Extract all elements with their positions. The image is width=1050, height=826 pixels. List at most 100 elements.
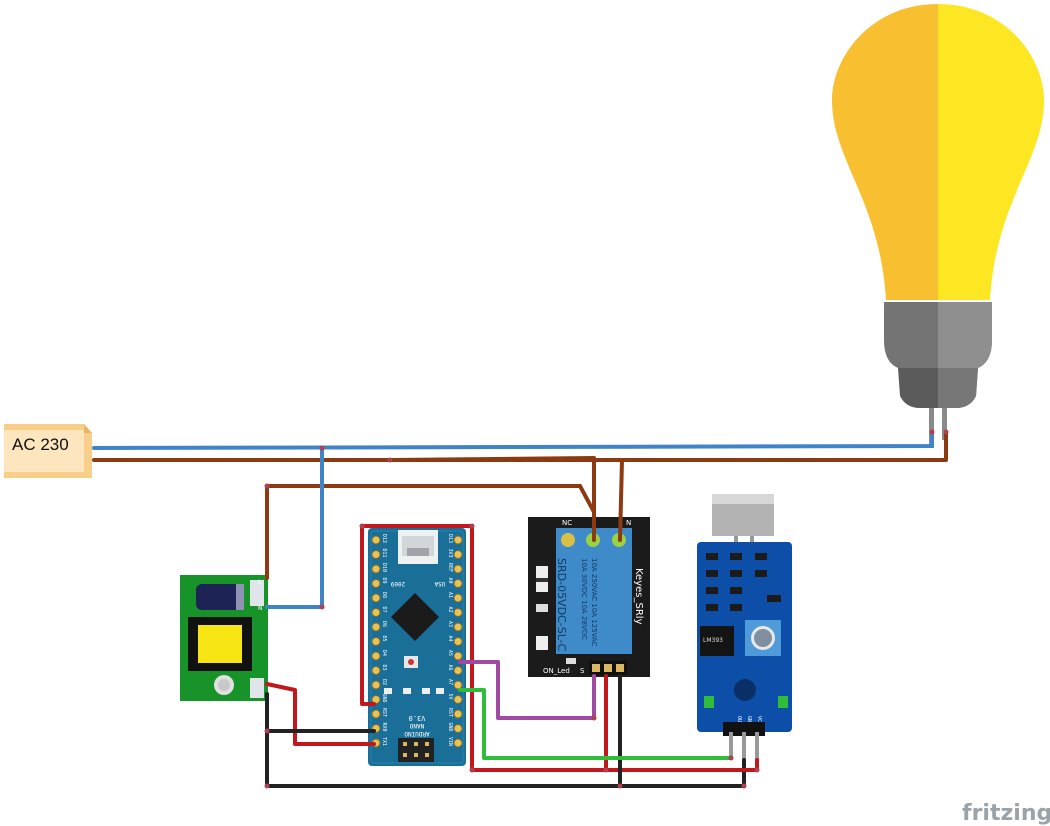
arduino-pin-left bbox=[371, 709, 381, 719]
relay-rating-2: 10A 30VDC 10A 28VDC bbox=[580, 558, 588, 640]
power-capacitor bbox=[196, 584, 244, 610]
arduino-pin-label: A1 bbox=[447, 592, 453, 598]
arduino-pin-right bbox=[453, 724, 463, 733]
sound-sensor-chip bbox=[700, 626, 734, 656]
arduino-pin-label: D3 bbox=[381, 665, 387, 671]
sound-sensor-module: LM393 OUT GND VCC bbox=[697, 494, 792, 760]
arduino-pin-left bbox=[371, 637, 381, 646]
wire-neutral-power-n bbox=[265, 446, 324, 609]
arduino-pin-right bbox=[453, 550, 463, 559]
arduino-pin-right bbox=[453, 564, 463, 574]
arduino-pin-label: RST bbox=[447, 708, 453, 717]
arduino-pin-left bbox=[371, 608, 381, 617]
light-bulb bbox=[832, 4, 1044, 448]
sound-sensor-mount-hole bbox=[734, 679, 756, 701]
arduino-pin-right bbox=[453, 651, 463, 661]
arduino-pin-label: RST bbox=[381, 708, 387, 717]
arduino-pin-label: RX0 bbox=[381, 723, 387, 732]
arduino-icsp-header bbox=[398, 738, 434, 762]
bulb-lead-right bbox=[942, 408, 947, 440]
bulb-glass-right bbox=[938, 4, 1044, 300]
arduino-pin-left bbox=[371, 550, 381, 559]
bulb-lead-left bbox=[929, 408, 934, 448]
arduino-pin-right bbox=[453, 593, 463, 603]
arduino-pin-label: D5 bbox=[381, 636, 387, 642]
relay-coil-body bbox=[556, 552, 632, 654]
arduino-pin-label: VIN bbox=[447, 737, 453, 746]
ac-source-label: AC 230 bbox=[12, 435, 69, 454]
arduino-pin-right bbox=[453, 637, 463, 646]
sound-sensor-chip-label: LM393 bbox=[703, 637, 723, 644]
bulb-glass-left bbox=[832, 4, 938, 300]
wires bbox=[92, 430, 948, 788]
relay-terminal-nc bbox=[561, 533, 575, 547]
arduino-pin-left bbox=[371, 564, 381, 574]
arduino-pin-left bbox=[371, 680, 381, 690]
relay-label-no: N bbox=[626, 519, 631, 527]
relay-led-label: ON_Led bbox=[543, 667, 570, 675]
arduino-pin-left bbox=[371, 651, 381, 661]
arduino-mcu-chip bbox=[390, 592, 440, 642]
sound-sensor-pin-vcc: VCC bbox=[756, 716, 762, 725]
sound-sensor-pin-out: OUT bbox=[736, 716, 742, 725]
arduino-pin-label: D9 bbox=[381, 578, 387, 584]
arduino-pin-right bbox=[453, 680, 463, 690]
arduino-pin-left bbox=[371, 666, 381, 675]
arduino-pin-label: D11 bbox=[381, 549, 387, 558]
arduino-pin-label: D8 bbox=[381, 592, 387, 598]
arduino-pin-right bbox=[453, 579, 463, 588]
power-terminal-l: L bbox=[258, 579, 262, 586]
sound-sensor-pin-header bbox=[723, 722, 765, 736]
arduino-pin-label: A5 bbox=[447, 650, 453, 656]
arduino-pin-right bbox=[453, 666, 463, 675]
arduino-nano: ARDUINO NANO V3.0 USA 2009 D12D11D10D9D8… bbox=[368, 528, 466, 766]
relay-status-led bbox=[566, 658, 576, 664]
relay-part-text: SRD-05VDC-SL-C bbox=[555, 558, 568, 652]
fritzing-watermark: fritzing bbox=[962, 801, 1050, 826]
arduino-pin-label: A6 bbox=[447, 665, 453, 671]
arduino-pin-label: GND bbox=[447, 723, 453, 732]
wire-ac-neutral bbox=[92, 430, 934, 450]
arduino-pin-label: A4 bbox=[447, 636, 453, 642]
arduino-pin-label: GND bbox=[381, 694, 387, 703]
relay-rating-1: 10A 250VAC 10A 125VAC bbox=[590, 558, 598, 647]
arduino-pin-label: A3 bbox=[447, 621, 453, 627]
sound-sensor-pin-gnd: GND bbox=[746, 716, 752, 725]
arduino-pin-label: D10 bbox=[381, 563, 387, 572]
arduino-pin-left bbox=[371, 622, 381, 632]
arduino-version: V3.0 bbox=[409, 714, 426, 722]
relay-module: NC N SRD-05VDC-SL-C 10A 250VAC 10A 125VA… bbox=[528, 517, 650, 677]
arduino-pin-right bbox=[453, 709, 463, 719]
arduino-pin-left bbox=[371, 695, 381, 704]
arduino-pin-right bbox=[453, 695, 463, 704]
arduino-pin-label: A0 bbox=[447, 578, 453, 584]
wire-relay-signal bbox=[458, 660, 596, 720]
wire-power-5v-vin bbox=[265, 682, 376, 746]
arduino-pin-label: D4 bbox=[381, 650, 387, 656]
arduino-pin-label: D2 bbox=[381, 679, 387, 685]
arduino-pin-label: A7 bbox=[447, 679, 453, 685]
arduino-pin-label: 5V bbox=[447, 694, 453, 700]
arduino-pin-left bbox=[371, 535, 381, 545]
ac-source: AC 230 bbox=[4, 424, 92, 478]
power-terminal-n: N bbox=[258, 605, 263, 612]
relay-label-nc: NC bbox=[562, 519, 572, 527]
arduino-pin-label: D12 bbox=[381, 534, 387, 543]
arduino-pin-right bbox=[453, 738, 463, 748]
wire-power-gnd bbox=[265, 692, 746, 788]
relay-brand: Keyes_SRly bbox=[633, 568, 644, 625]
arduino-pin-label: D13 bbox=[447, 534, 453, 543]
arduino-model: NANO bbox=[409, 722, 424, 729]
arduino-pin-label: REF bbox=[447, 563, 453, 572]
wire-ac-live-bulb bbox=[92, 430, 948, 462]
arduino-pin-left bbox=[371, 579, 381, 588]
arduino-pin-left bbox=[371, 593, 381, 603]
arduino-year: 2009 bbox=[390, 580, 405, 587]
wire-relay-no-bulb bbox=[618, 458, 624, 542]
arduino-pin-label: D7 bbox=[381, 607, 387, 613]
arduino-usa: USA bbox=[434, 580, 445, 587]
arduino-pin-label: TX1 bbox=[381, 737, 387, 746]
